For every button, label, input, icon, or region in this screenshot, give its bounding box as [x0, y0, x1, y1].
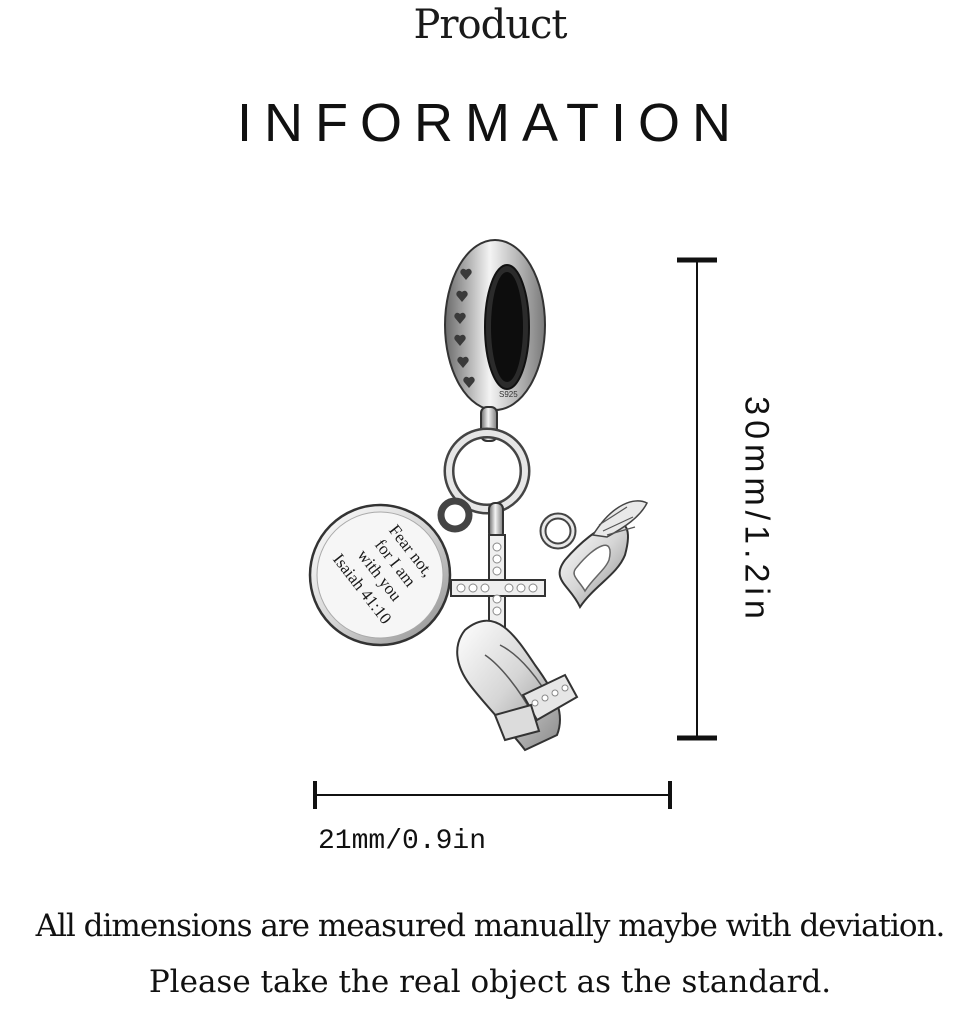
praying-hands-cross-charm — [450, 502, 579, 752]
height-dimension-line — [677, 257, 717, 741]
angel-wing-heart-charm — [539, 500, 649, 610]
bail-bead: S925 — [444, 239, 546, 411]
measurement-note: All dimensions are measured manually may… — [35, 908, 946, 944]
heading-information: INFORMATION — [237, 93, 743, 153]
engraved-disc: Fear not, for I am with you Isaiah 41:10 — [308, 497, 473, 647]
stamp-text: S925 — [499, 390, 518, 399]
height-value: 30mm/1.2in — [737, 396, 776, 624]
charm-pendant-image: S925 Fear not, for I am with you Isaiah … — [308, 239, 649, 752]
width-dimension-line — [313, 781, 672, 809]
standard-note: Please take the real object as the stand… — [148, 964, 832, 1000]
width-dimension-label: 21mm/0.9in — [318, 826, 487, 857]
heading-product: Product — [413, 2, 568, 48]
